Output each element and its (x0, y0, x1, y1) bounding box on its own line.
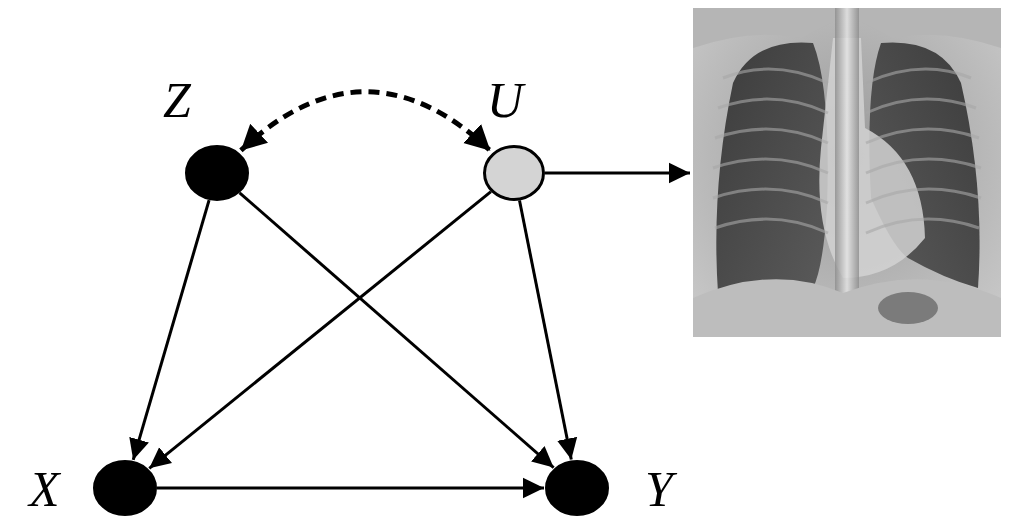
variable-label: Z (163, 75, 191, 125)
causal-arrow (240, 193, 554, 468)
variable-node: Z (185, 145, 249, 201)
variable-node: U (483, 145, 545, 201)
causal-arrow (157, 487, 544, 490)
node-circle (545, 460, 609, 516)
bidirected-edge (241, 92, 490, 151)
image-pointer-arrow (545, 172, 690, 175)
causal-arrow (520, 201, 572, 460)
causal-arrow (133, 200, 209, 460)
chest-xray-image (693, 8, 1001, 337)
variable-node: Y (545, 460, 609, 516)
node-circle (93, 460, 157, 516)
variable-label: X (29, 464, 60, 514)
variable-node: X (93, 460, 157, 516)
variable-label: U (487, 75, 523, 125)
node-circle (185, 145, 249, 201)
node-circle (483, 145, 545, 201)
variable-label: Y (645, 464, 673, 514)
causal-arrow (149, 192, 491, 469)
